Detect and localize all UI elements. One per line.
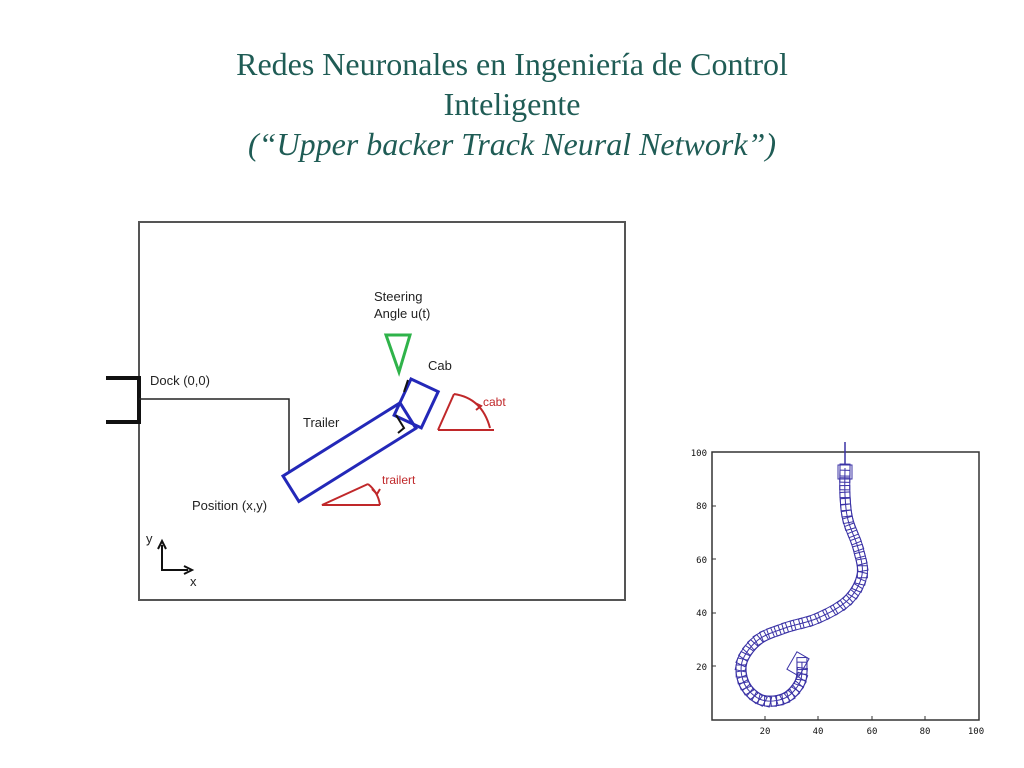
y-tick-label: 60 <box>696 556 707 566</box>
truck-position-box <box>821 604 839 621</box>
truck-position-box <box>846 529 862 546</box>
truck-start-box <box>786 651 810 677</box>
truck-position-box <box>839 477 851 491</box>
truck-position-box <box>781 619 797 634</box>
title-line-1: Redes Neuronales en Ingeniería de Contro… <box>236 46 788 82</box>
x-tick-label: 80 <box>920 727 931 737</box>
truck-position-box <box>789 617 805 632</box>
truck-position-box <box>851 543 866 560</box>
truck-position-box <box>796 657 808 671</box>
x-tick-label: 60 <box>867 727 878 737</box>
x-tick-marks <box>764 716 926 720</box>
truck-position-box <box>797 615 814 630</box>
dock-path-line <box>139 398 290 472</box>
truck-position-box <box>839 469 851 483</box>
trajectory-trace <box>734 463 869 708</box>
trajectory-plot: 100 80 60 40 20 20 40 60 80 100 <box>691 442 984 737</box>
y-tick-label: 20 <box>696 663 707 673</box>
truck-position-box <box>765 624 782 640</box>
y-tick-label: 100 <box>691 449 707 459</box>
axis-x-label: x <box>190 574 197 589</box>
truck-position-box <box>851 576 867 593</box>
dock-label: Dock (0,0) <box>150 373 210 388</box>
y-tick-label: 40 <box>696 609 707 619</box>
truck-position-box <box>841 515 857 532</box>
truck-position-box <box>805 612 823 628</box>
truck-position-box <box>746 633 764 651</box>
truck-position-box <box>849 536 865 553</box>
truck-position-box <box>829 599 847 616</box>
trailer-body <box>280 400 418 504</box>
truck-position-box <box>813 608 831 624</box>
truck-position-box <box>842 588 860 606</box>
x-tick-label: 100 <box>968 727 984 737</box>
title-line-3: (“Upper backer Track Neural Network”) <box>248 126 776 162</box>
title-line-2: Inteligente <box>443 86 581 122</box>
truck-position-box <box>836 594 854 612</box>
trailer-angle-icon <box>321 483 381 506</box>
truck-position-box <box>844 522 859 539</box>
cab-label: Cab <box>428 358 452 373</box>
axis-y-label: y <box>146 531 153 546</box>
diagram-frame <box>138 221 626 601</box>
x-tick-label: 20 <box>760 727 771 737</box>
cab-pointer <box>403 379 409 393</box>
x-tick-label: 40 <box>813 727 824 737</box>
y-tick-label: 80 <box>696 502 707 512</box>
position-label: Position (x,y) <box>192 498 267 513</box>
xy-axes-icon <box>157 538 195 575</box>
trailer-angle-label: trailert <box>382 473 416 487</box>
truck-position-box <box>847 582 864 600</box>
truck-docked-box <box>837 464 853 480</box>
steering-label: Steering <box>374 289 422 304</box>
slide-title: Redes Neuronales en Ingeniería de Contro… <box>0 44 1024 164</box>
y-tick-marks <box>712 505 716 667</box>
trailer-label: Trailer <box>303 415 340 430</box>
dock-bracket <box>106 376 141 424</box>
steering-angle-icon <box>383 333 413 377</box>
angle-label: Angle u(t) <box>374 306 430 321</box>
cab-angle-label: cabt <box>483 395 506 409</box>
truck-position-box <box>773 621 790 637</box>
cab-angle-icon <box>437 393 494 431</box>
hitch <box>395 414 406 434</box>
cab-body <box>392 377 441 430</box>
